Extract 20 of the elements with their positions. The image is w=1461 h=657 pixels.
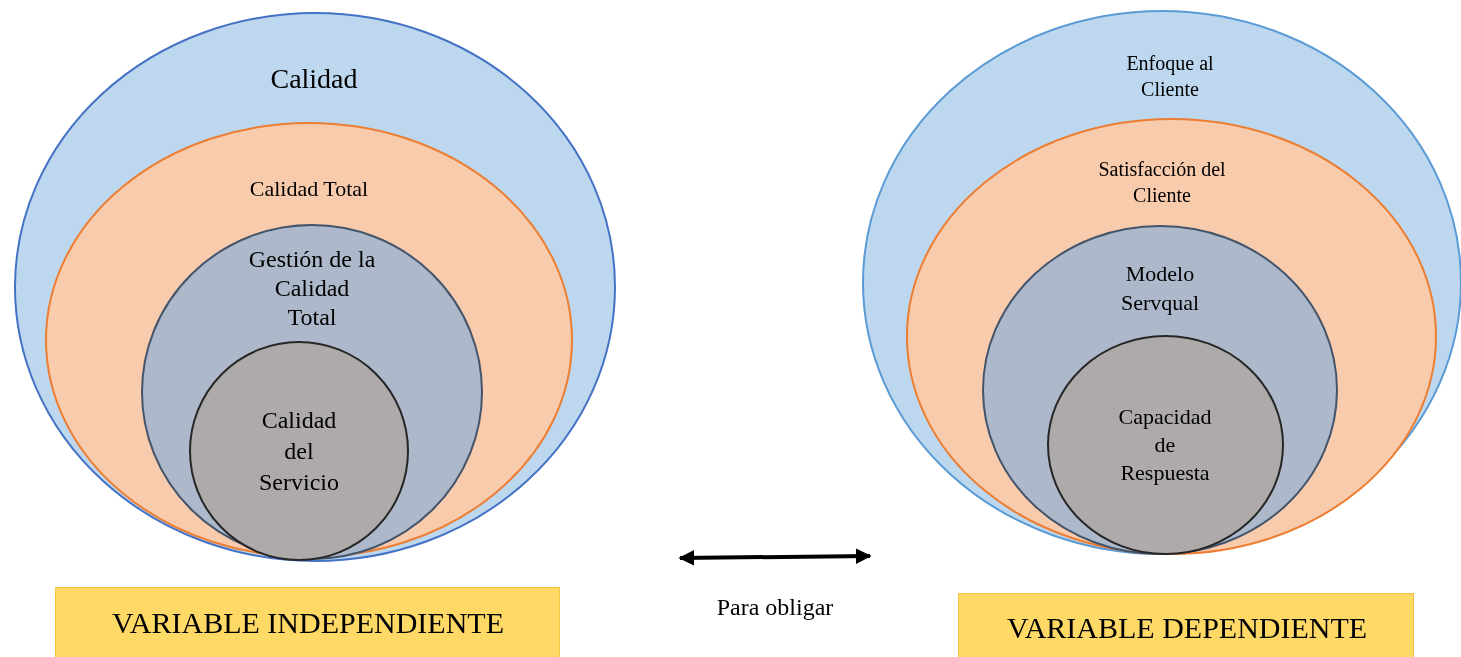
- variable-box: [55, 587, 560, 657]
- variable-box: [958, 593, 1414, 657]
- concept-label: Modelo Servqual: [1119, 260, 1201, 317]
- variable-label: VARIABLE INDEPENDIENTE: [111, 605, 505, 641]
- variable-label: VARIABLE DEPENDIENTE: [1005, 610, 1369, 646]
- concept-label: Capacidad de Respuesta: [1117, 403, 1213, 487]
- concept-label: Enfoque al Cliente: [1125, 51, 1215, 102]
- ellipse-node: [14, 12, 616, 562]
- concept-label: Gestión de la Calidad Total: [248, 245, 376, 332]
- concept-label: Calidad del Servicio: [258, 406, 340, 497]
- concept-label: Calidad Total: [248, 175, 370, 202]
- ellipse-node: [982, 225, 1338, 555]
- ellipse-node: [1047, 335, 1284, 555]
- arrow-caption: Para obligar: [715, 593, 835, 622]
- concept-label: Calidad: [269, 62, 359, 96]
- ellipse-node: [906, 118, 1437, 555]
- concept-label: Satisfacción del Cliente: [1098, 157, 1226, 208]
- ellipse-node: [45, 122, 573, 558]
- ellipse-node: [189, 341, 409, 561]
- ellipse-node: [141, 224, 483, 560]
